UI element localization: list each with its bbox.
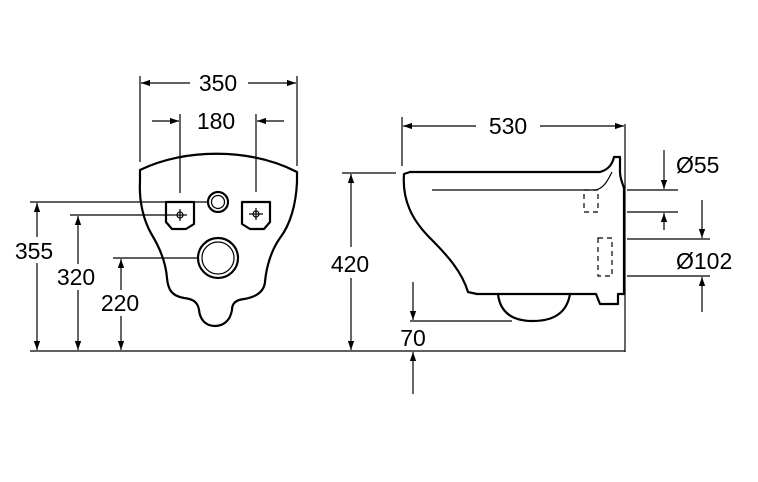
side-inlet-dashed	[583, 189, 599, 213]
dimension-diameter-102: Ø102	[627, 200, 732, 312]
label-220: 220	[101, 290, 139, 316]
label-320: 320	[57, 264, 95, 290]
dimension-350: 350	[139, 70, 298, 166]
dimension-355: 355	[15, 203, 53, 350]
label-diameter-102: Ø102	[676, 248, 732, 274]
label-diameter-55: Ø55	[676, 152, 719, 178]
label-70: 70	[400, 325, 426, 351]
front-mount-right	[240, 200, 272, 231]
front-bowl-outline	[138, 152, 299, 328]
dimension-70: 70	[400, 282, 512, 394]
label-530: 530	[489, 113, 527, 139]
label-350: 350	[199, 70, 237, 96]
dimension-320: 320	[57, 216, 95, 350]
front-outlet-circle	[196, 236, 240, 280]
dimension-530: 530	[401, 113, 624, 166]
dimension-diameter-55: Ø55	[627, 150, 719, 230]
front-view: 350 180 355 320	[15, 70, 625, 352]
side-outlet-dashed	[597, 237, 613, 277]
side-bowl-outline	[402, 155, 626, 306]
dimension-180: 180	[152, 108, 284, 193]
side-outlet-pipe	[496, 292, 572, 323]
dimension-220: 220	[101, 259, 139, 350]
dimension-420: 420	[331, 172, 396, 350]
label-180: 180	[197, 108, 235, 134]
side-view: 530 420 70 Ø55	[331, 113, 732, 394]
label-355: 355	[15, 238, 53, 264]
label-420: 420	[331, 251, 369, 277]
